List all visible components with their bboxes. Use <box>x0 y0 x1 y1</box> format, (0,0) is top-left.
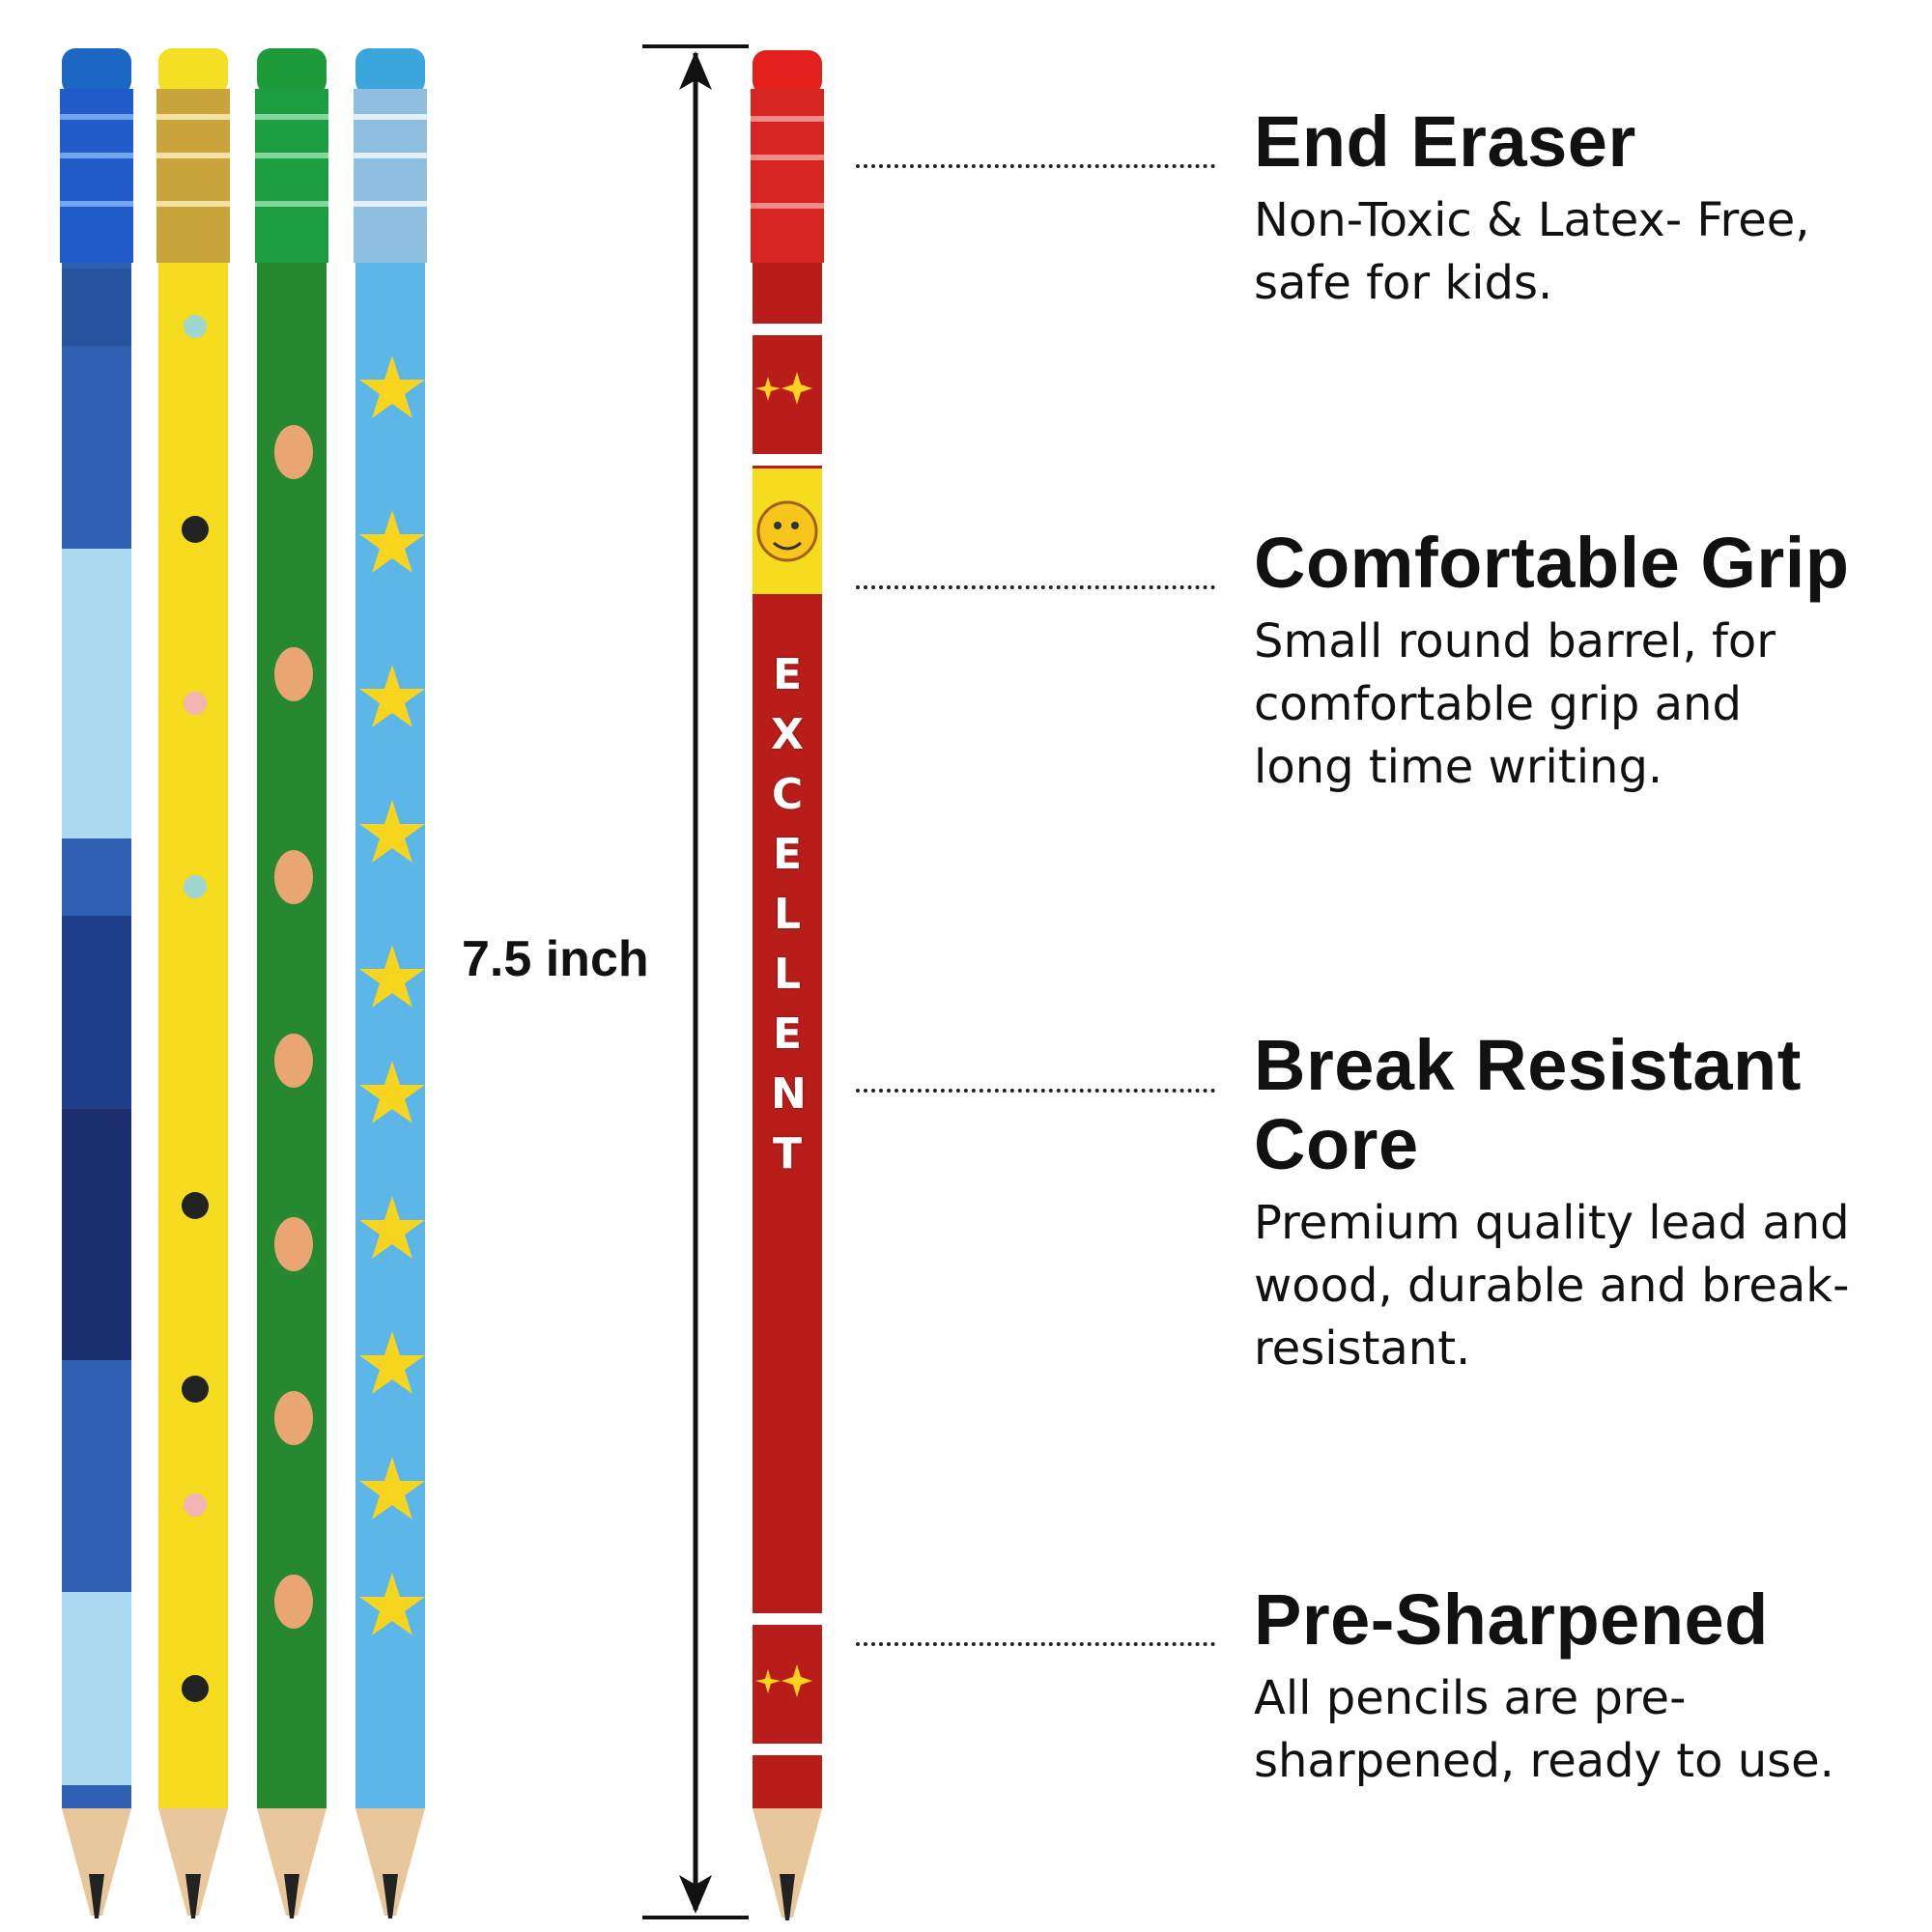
leader-line-comfortable-grip <box>856 585 1215 589</box>
pencil-red-excellent <box>751 50 824 1920</box>
feature-description: Non-Toxic & Latex- Free, safe for kids. <box>1254 193 1810 310</box>
eraser <box>355 48 425 95</box>
feature-title: End Eraser <box>1254 101 1636 182</box>
pencil-text-excellent: EXCELLENT <box>771 650 807 1179</box>
barrel <box>355 263 425 1808</box>
feature-end-eraser: End Eraser Non-Toxic & Latex- Free, safe… <box>1254 102 1920 315</box>
tip <box>753 1808 822 1918</box>
tip <box>257 1808 327 1916</box>
feature-pre-sharpened: Pre-Sharpened All pencils are pre- sharp… <box>1254 1580 1920 1793</box>
leader-line-end-eraser <box>856 164 1215 168</box>
pencil-blue <box>60 48 133 1918</box>
leader-line-pre-sharpened <box>856 1642 1215 1646</box>
ferrule <box>751 89 824 263</box>
eraser <box>158 48 228 95</box>
feature-comfortable-grip: Comfortable Grip Small round barrel, for… <box>1254 524 1920 799</box>
pencil-green <box>255 48 328 1918</box>
eraser <box>753 50 822 95</box>
pencil-light-blue <box>354 48 427 1918</box>
pencil-yellow <box>156 48 230 1918</box>
feature-break-resistant-core: Break Resistant Core Premium quality lea… <box>1254 1026 1920 1380</box>
feature-description: Premium quality lead and wood, durable a… <box>1254 1196 1850 1376</box>
tip <box>62 1808 131 1916</box>
feature-description: All pencils are pre- sharpened, ready to… <box>1254 1671 1834 1788</box>
dimension-label: 7.5 inch <box>462 931 649 987</box>
leader-line-break-resistant <box>856 1089 1215 1093</box>
feature-title: Comfortable Grip <box>1254 523 1850 603</box>
tip <box>355 1808 425 1916</box>
barrel <box>158 263 228 1808</box>
tip <box>158 1808 228 1916</box>
feature-title: Break Resistant Core <box>1254 1025 1802 1184</box>
feature-description: Small round barrel, for comfortable grip… <box>1254 614 1776 794</box>
dimension-arrow <box>642 44 749 1919</box>
eraser <box>257 48 327 95</box>
feature-title: Pre-Sharpened <box>1254 1579 1769 1660</box>
eraser <box>62 48 131 95</box>
